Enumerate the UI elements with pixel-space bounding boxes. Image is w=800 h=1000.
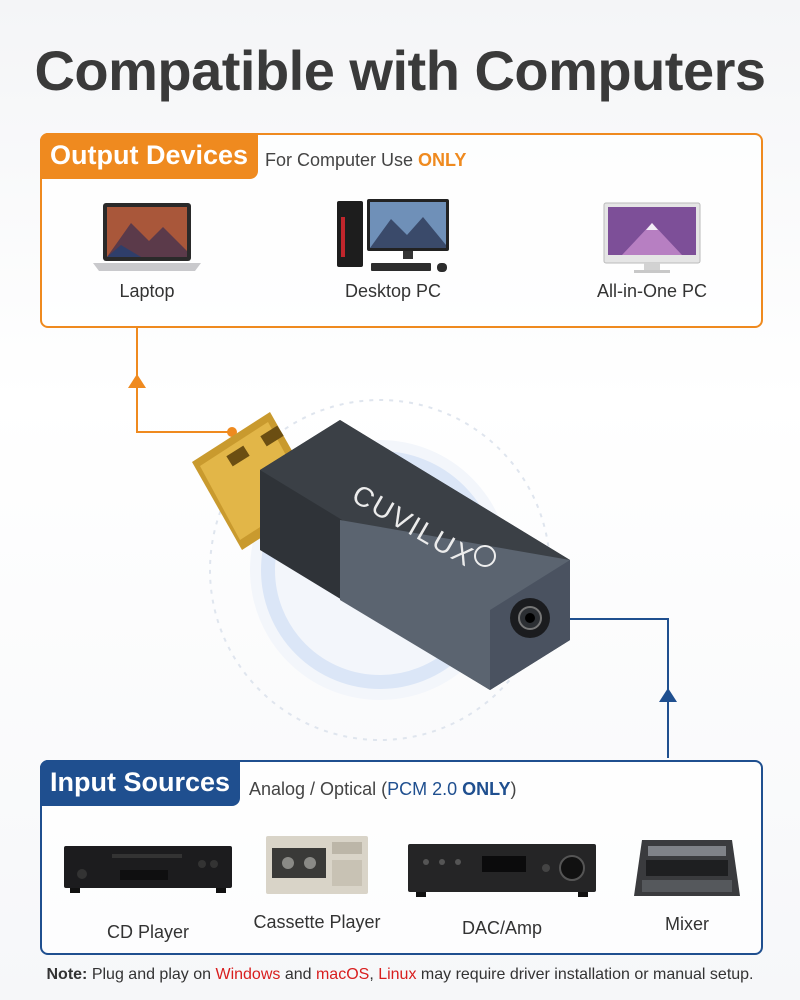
- input-subtitle-suffix: ): [510, 779, 517, 799]
- input-subtitle-only: ONLY: [462, 779, 511, 799]
- device-label-mixer: Mixer: [665, 914, 709, 934]
- output-subtitle-only: ONLY: [418, 150, 467, 170]
- footnote: Note: Plug and play on Windows and macOS…: [0, 966, 800, 984]
- input-subtitle-pcm: PCM 2.0: [387, 779, 463, 799]
- device-label-cd-player: CD Player: [106, 922, 190, 942]
- laptop-icon: [93, 203, 201, 271]
- device-cd-player: CD Player: [58, 844, 238, 943]
- note-text-2: and: [280, 966, 316, 983]
- all-in-one-pc-icon: [603, 202, 701, 273]
- device-laptop: Laptop: [90, 201, 204, 302]
- cd-player-icon: [64, 846, 232, 893]
- input-sources-panel: Input Sources Analog / Optical (PCM 2.0 …: [40, 760, 763, 955]
- output-devices-panel: Output Devices For Computer Use ONLY Lap…: [40, 133, 763, 328]
- device-label-desktop-pc: Desktop PC: [344, 281, 442, 301]
- device-mixer: Mixer: [628, 838, 746, 935]
- device-cassette-player: Cassette Player: [252, 834, 382, 933]
- output-subtitle: For Computer Use ONLY: [265, 150, 466, 171]
- device-label-dac-amp: DAC/Amp: [461, 918, 542, 938]
- output-subtitle-text: For Computer Use: [265, 150, 419, 170]
- input-subtitle-text: Analog / Optical (: [249, 779, 388, 799]
- output-devices-tag: Output Devices: [40, 133, 259, 179]
- input-subtitle: Analog / Optical (PCM 2.0 ONLY): [249, 779, 516, 800]
- device-dac-amp: DAC/Amp: [404, 842, 600, 939]
- note-macos: macOS: [315, 966, 370, 983]
- device-all-in-one-pc: All-in-One PC: [582, 201, 722, 302]
- note-text-4: may require driver installation or manua…: [416, 966, 754, 983]
- device-desktop-pc: Desktop PC: [326, 197, 460, 302]
- note-text-3: ,: [369, 966, 379, 983]
- cassette-player-icon: [266, 836, 368, 894]
- input-sources-tag: Input Sources: [40, 760, 241, 806]
- note-text-1: Plug and play on: [87, 966, 216, 983]
- device-label-laptop: Laptop: [119, 281, 175, 301]
- note-linux: Linux: [378, 966, 417, 983]
- desktop-pc-icon: [337, 199, 449, 272]
- device-label-cassette-player: Cassette Player: [253, 912, 381, 932]
- page-title: Compatible with Computers: [34, 39, 766, 102]
- dac-amp-icon: [408, 844, 596, 897]
- note-label: Note:: [46, 966, 88, 983]
- usb-adapter-product: CUVILUX: [170, 380, 600, 765]
- device-label-all-in-one-pc: All-in-One PC: [596, 281, 708, 301]
- note-windows: Windows: [215, 966, 281, 983]
- usb-audio-adapter-image: CUVILUX: [192, 399, 570, 741]
- mixer-icon: [634, 840, 740, 896]
